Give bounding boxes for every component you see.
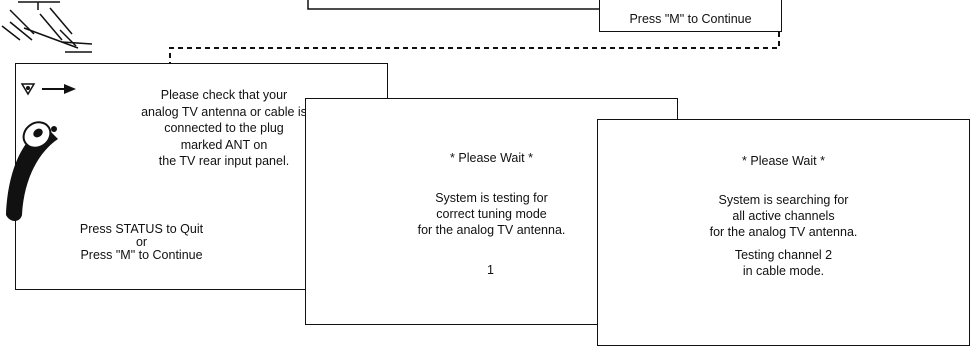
message-line: connected to the plug xyxy=(164,121,284,135)
top-screen: Press "M" to Continue xyxy=(599,0,782,32)
quit-instruction: Press STATUS to Quit xyxy=(79,222,204,236)
status-line: all active channels xyxy=(732,209,835,223)
dashed-connector-top xyxy=(169,32,780,66)
top-screen-border-left xyxy=(307,0,600,10)
channel-line: in cable mode. xyxy=(742,264,825,278)
remote-pointer-icon xyxy=(6,121,58,221)
status-line: for the analog TV antenna. xyxy=(709,225,858,239)
channel-progress: Testing channel 2 in cable mode. xyxy=(598,247,969,279)
plug-icon xyxy=(20,83,36,96)
please-wait-text: * Please Wait * xyxy=(742,154,825,168)
continue-instruction: Press "M" to Continue xyxy=(80,248,203,262)
message-line: analog TV antenna or cable is xyxy=(141,104,307,119)
please-wait-text: * Please Wait * xyxy=(450,151,533,165)
tuning-status-message: System is testing for correct tuning mod… xyxy=(306,190,677,238)
search-status-message: System is searching for all active chann… xyxy=(598,192,969,240)
test-counter: 1 xyxy=(487,263,494,277)
status-line: System is testing for xyxy=(435,191,548,205)
status-line: for the analog TV antenna. xyxy=(417,223,566,237)
top-continue-text: Press "M" to Continue xyxy=(629,12,752,26)
antenna-check-message: Please check that your analog TV antenna… xyxy=(61,87,387,170)
message-line: Please check that your xyxy=(160,88,288,102)
status-line: correct tuning mode xyxy=(436,207,547,221)
channel-search-screen: * Please Wait * System is searching for … xyxy=(597,119,970,346)
message-line: the TV rear input panel. xyxy=(158,154,290,168)
channel-line: Testing channel 2 xyxy=(734,248,833,262)
arrow-right-icon xyxy=(42,84,76,94)
message-line: marked ANT on xyxy=(180,137,268,152)
status-line: System is searching for xyxy=(718,193,849,207)
or-text: or xyxy=(135,235,148,249)
antenna-icon xyxy=(1,1,93,53)
